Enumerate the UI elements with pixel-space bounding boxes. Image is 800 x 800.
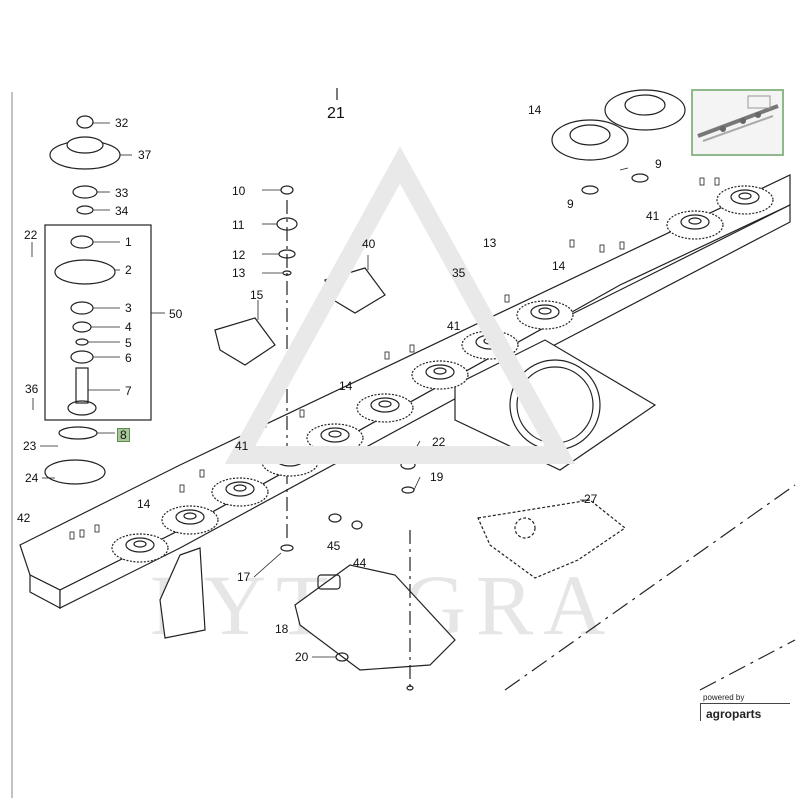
cutter-gear: [666, 210, 724, 240]
callout-10[interactable]: 10: [232, 184, 246, 198]
callout-20[interactable]: 20: [295, 650, 309, 664]
cutter-gear: [716, 185, 774, 215]
cutter-gear: [161, 505, 219, 535]
pin: [69, 531, 75, 540]
callout-36[interactable]: 36: [25, 382, 39, 396]
callout-44[interactable]: 44: [353, 556, 367, 570]
pin: [569, 239, 575, 248]
callout-32[interactable]: 32: [115, 116, 129, 130]
callout-37[interactable]: 37: [138, 148, 152, 162]
callout-33[interactable]: 33: [115, 186, 129, 200]
section-number: 21: [327, 105, 345, 122]
callout-35[interactable]: 35: [452, 266, 466, 280]
cutter-gear: [516, 300, 574, 330]
pin: [94, 524, 100, 533]
pin: [79, 529, 85, 538]
pin: [504, 294, 510, 303]
pin: [619, 241, 625, 250]
callout-24[interactable]: 24: [25, 471, 39, 485]
cutter-gear: [211, 477, 269, 507]
callout-41[interactable]: 41: [447, 319, 461, 333]
callout-14[interactable]: 14: [552, 259, 566, 273]
callout-23[interactable]: 23: [23, 439, 37, 453]
pin: [179, 484, 185, 493]
callout-13[interactable]: 13: [483, 236, 497, 250]
callout-19[interactable]: 19: [430, 470, 444, 484]
callout-12[interactable]: 12: [232, 248, 246, 262]
callout-50[interactable]: 50: [169, 307, 183, 321]
callout-14[interactable]: 14: [339, 379, 353, 393]
callout-15[interactable]: 15: [250, 288, 264, 302]
pin: [384, 351, 390, 360]
callout-11[interactable]: 11: [232, 218, 245, 232]
callout-18[interactable]: 18: [275, 622, 289, 636]
callout-6[interactable]: 6: [125, 351, 132, 365]
callout-7[interactable]: 7: [125, 384, 132, 398]
callout-8-highlighted[interactable]: 8: [117, 428, 130, 442]
cutter-gear: [306, 423, 364, 453]
callout-3[interactable]: 3: [125, 301, 132, 315]
callout-9[interactable]: 9: [655, 157, 662, 171]
cutter-gear: [111, 533, 169, 563]
callout-41[interactable]: 41: [646, 209, 660, 223]
brand-logo[interactable]: agroparts: [700, 703, 790, 721]
cutter-gear: [356, 393, 414, 423]
pin: [199, 469, 205, 478]
pin: [699, 177, 705, 186]
callout-17[interactable]: 17: [237, 570, 251, 584]
pin: [299, 409, 305, 418]
callout-22[interactable]: 22: [432, 435, 446, 449]
callout-2[interactable]: 2: [125, 263, 132, 277]
callout-40[interactable]: 40: [362, 237, 376, 251]
callout-27[interactable]: 27: [584, 492, 598, 506]
pin: [714, 177, 720, 186]
callout-22[interactable]: 22: [24, 228, 38, 242]
powered-by-label: powered by: [703, 693, 745, 702]
overview-thumbnail[interactable]: [691, 89, 784, 156]
callout-34[interactable]: 34: [115, 204, 129, 218]
callout-45[interactable]: 45: [327, 539, 341, 553]
pin: [599, 244, 605, 253]
callout-14[interactable]: 14: [137, 497, 151, 511]
callout-42[interactable]: 42: [17, 511, 31, 525]
pin: [409, 344, 415, 353]
callout-1[interactable]: 1: [125, 235, 132, 249]
callout-41[interactable]: 41: [235, 439, 249, 453]
callout-9[interactable]: 9: [567, 197, 574, 211]
callout-14[interactable]: 14: [528, 103, 542, 117]
callout-4[interactable]: 4: [125, 320, 132, 334]
cutter-gear: [411, 360, 469, 390]
callout-13[interactable]: 13: [232, 266, 246, 280]
callout-5[interactable]: 5: [125, 336, 132, 350]
